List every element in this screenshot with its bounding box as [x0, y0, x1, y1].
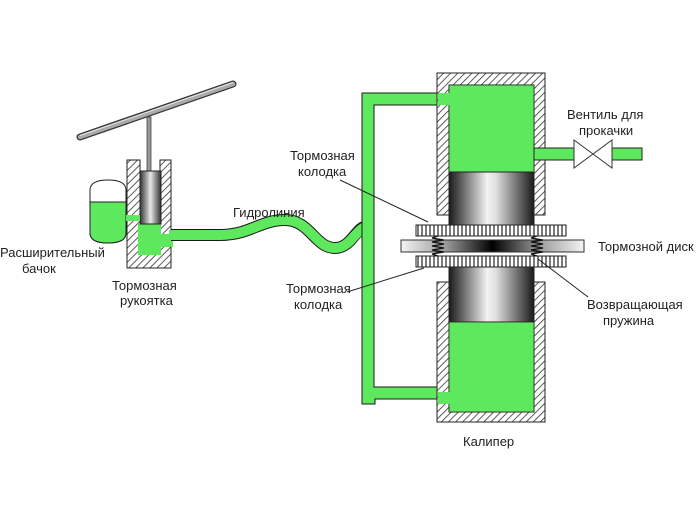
caliper-piston-lower: [448, 266, 535, 323]
label-brake-pad-bottom-1: Тормозная: [286, 281, 351, 296]
caliper-piston-upper: [448, 171, 535, 226]
label-brake-pad-top-1: Тормозная: [290, 148, 355, 163]
label-brake-disc: Тормозной диск: [598, 239, 694, 254]
labels: Расширительный бачок Тормозная рукоятка …: [0, 107, 694, 449]
brake-lever[interactable]: [76, 80, 237, 173]
label-bleed-valve-2: прокачки: [579, 123, 633, 138]
reservoir: [89, 179, 140, 244]
master-cylinder: [126, 159, 173, 269]
leader-pad-bottom: [346, 267, 425, 293]
label-return-spring-2: пружина: [603, 313, 655, 328]
leader-lines: [339, 179, 589, 298]
caliper-lower: [436, 266, 546, 423]
label-reservoir-1: Расширительный: [0, 245, 105, 260]
label-brake-pad-bottom-2: колодка: [294, 297, 343, 312]
label-hydraulic-line: Гидролиния: [233, 205, 305, 220]
caliper-upper: [436, 72, 546, 226]
brake-pad-upper: [415, 224, 567, 237]
master-piston: [139, 170, 162, 225]
hydraulic-line: [169, 213, 371, 255]
label-return-spring-1: Возвращающая: [587, 297, 683, 312]
return-spring-right: [530, 235, 544, 257]
return-spring-left: [431, 235, 445, 257]
label-master-cylinder-2: рукоятка: [120, 293, 174, 308]
leader-pad-top: [339, 179, 429, 223]
label-brake-pad-top-2: колодка: [298, 164, 347, 179]
label-reservoir-2: бачок: [22, 261, 56, 276]
bleed-valve[interactable]: [533, 139, 643, 169]
label-bleed-valve-1: Вентиль для: [567, 107, 643, 122]
label-master-cylinder-1: Тормозная: [112, 278, 177, 293]
leader-spring: [537, 258, 589, 298]
brake-pad-lower: [415, 255, 567, 268]
label-caliper: Калипер: [463, 434, 514, 449]
brake-disc[interactable]: [400, 239, 585, 253]
piston-rod: [146, 116, 152, 173]
